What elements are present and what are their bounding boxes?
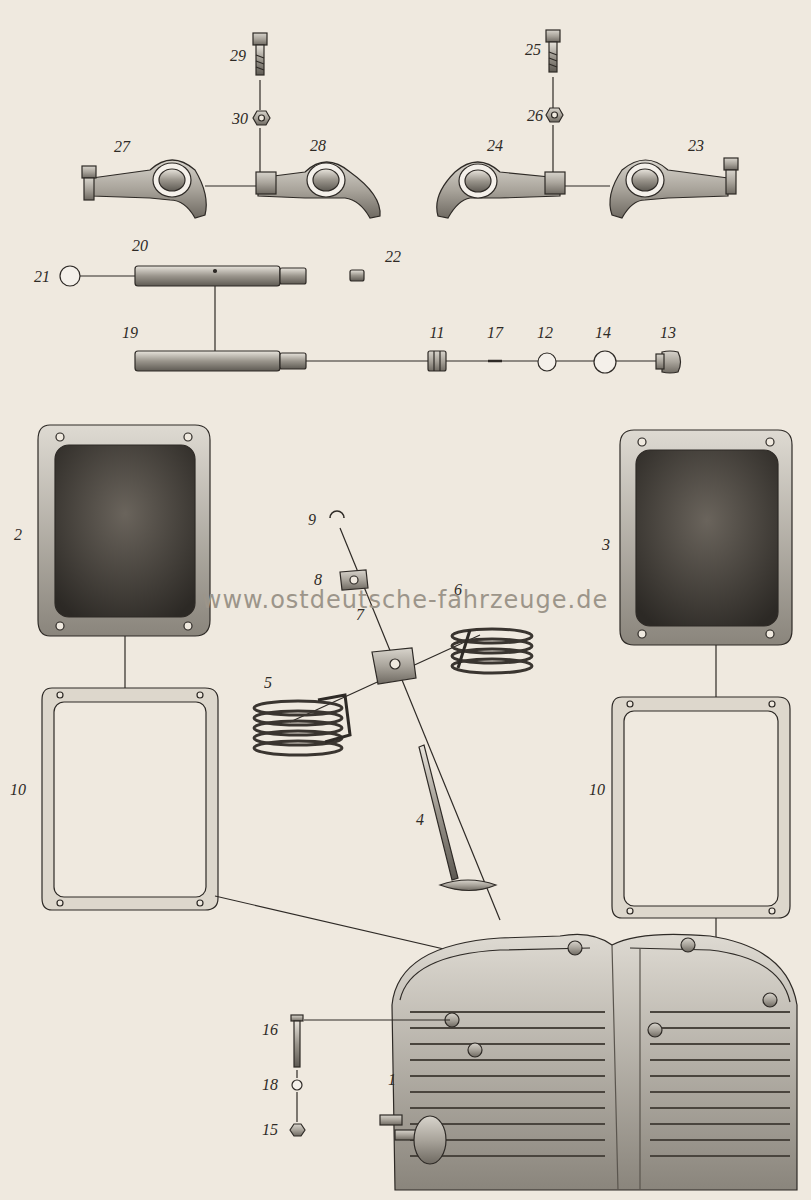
callout-number: 19 (122, 325, 138, 341)
callout-number: 14 (595, 325, 611, 341)
callout-number: 16 (262, 1022, 278, 1038)
callout-number: 9 (308, 512, 316, 528)
watermark: www.ostdeutsche-fahrzeuge.de (202, 586, 608, 614)
callout-number: 10 (10, 782, 26, 798)
callout-number: 30 (232, 111, 248, 127)
callout-number: 8 (314, 572, 322, 588)
callout-number: 28 (310, 138, 326, 154)
callout-number: 26 (527, 108, 543, 124)
callout-number: 5 (264, 675, 272, 691)
callout-number: 3 (602, 537, 610, 553)
callout-number: 4 (416, 812, 424, 828)
callout-number: 23 (688, 138, 704, 154)
callout-number: 13 (660, 325, 676, 341)
callout-number: 27 (114, 139, 130, 155)
callout-number: 22 (385, 249, 401, 265)
callout-number: 11 (430, 325, 445, 341)
callout-number: 20 (132, 238, 148, 254)
callout-number: 25 (525, 42, 541, 58)
callout-number: 18 (262, 1077, 278, 1093)
callout-number: 17 (487, 325, 503, 341)
callout-number: 10 (589, 782, 605, 798)
callout-number: 2 (14, 527, 22, 543)
callout-number: 21 (34, 269, 50, 285)
callout-number: 12 (537, 325, 553, 341)
callout-number: 29 (230, 48, 246, 64)
callout-number: 15 (262, 1122, 278, 1138)
callout-number: 1 (388, 1072, 396, 1088)
callout-number: 24 (487, 138, 503, 154)
